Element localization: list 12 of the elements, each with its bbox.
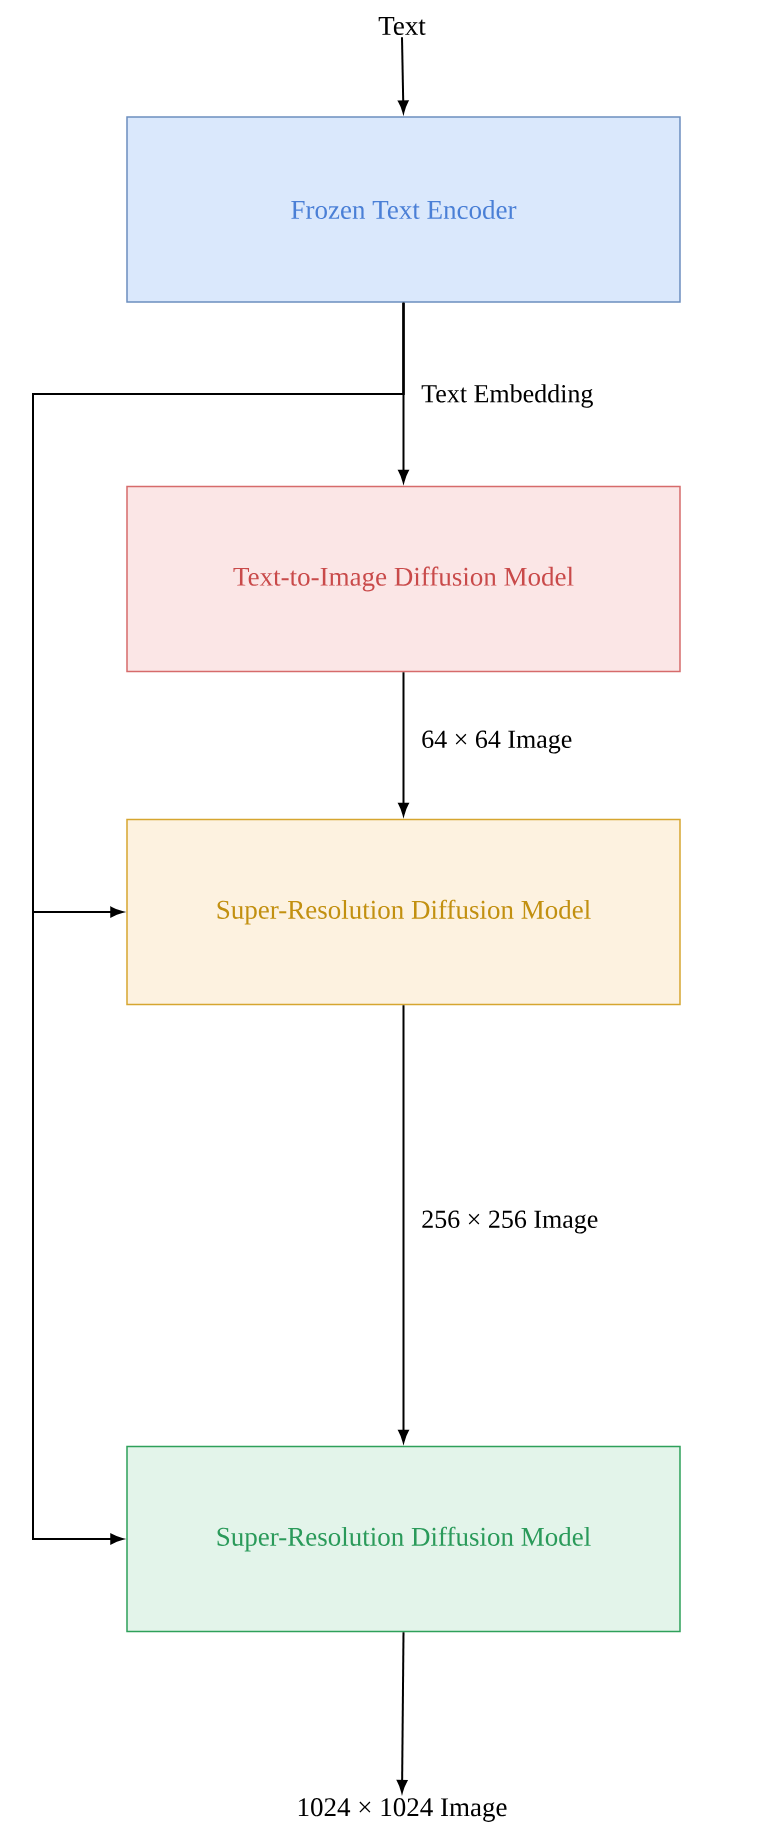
text-label: Text: [378, 17, 426, 35]
process-box: Frozen Text Encoder: [126, 116, 681, 303]
process-box: Super-Resolution Diffusion Model: [126, 818, 681, 1006]
text-label: 1024 × 1024 Image: [298, 1798, 507, 1822]
edge-label: 64 × 64 Image: [418, 727, 576, 757]
edge-label: 256 × 256 Image: [418, 1207, 602, 1237]
process-box: Text-to-Image Diffusion Model: [126, 485, 681, 673]
arrow: [32, 301, 405, 1545]
process-box: Super-Resolution Diffusion Model: [126, 1445, 681, 1633]
edge-label: Text Embedding: [418, 381, 597, 411]
arrow: [397, 36, 409, 114]
arrow: [396, 1631, 408, 1793]
